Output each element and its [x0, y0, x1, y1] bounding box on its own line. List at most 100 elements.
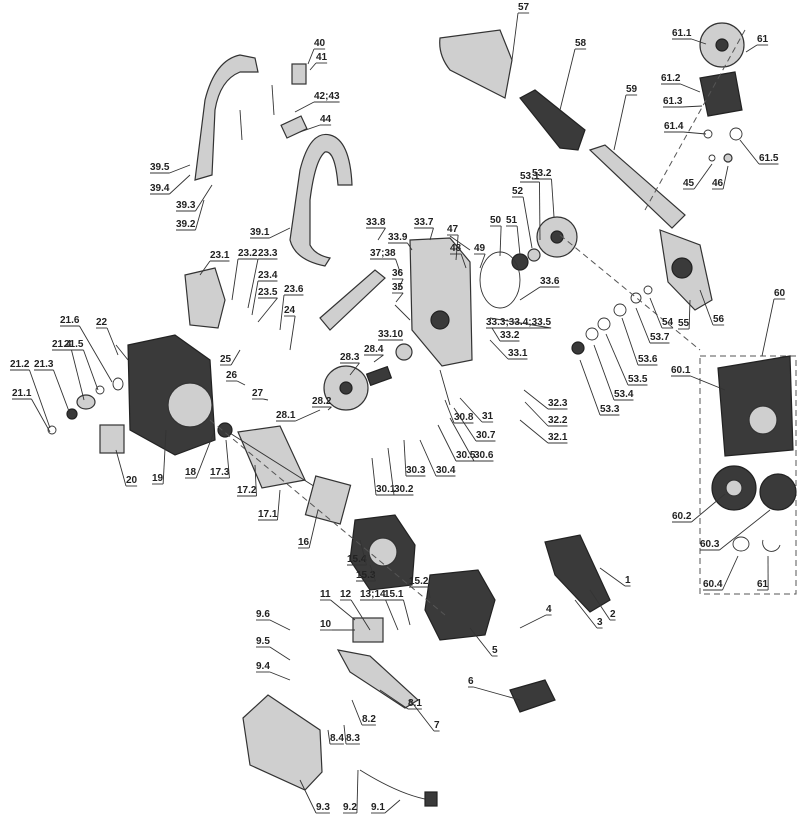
- leader-line: [299, 779, 317, 814]
- leader-line: [277, 489, 281, 521]
- part-number-label: 53.7: [650, 332, 670, 343]
- part-number-label: 31: [482, 411, 494, 422]
- bearing-17-3: [217, 422, 233, 438]
- washer-21-6: [112, 377, 124, 391]
- nut-46: [723, 153, 733, 163]
- part-number-label: 21.4: [52, 339, 72, 350]
- axis-line-mid: [559, 234, 701, 351]
- cap-23-1: [184, 267, 226, 329]
- gear-28-3-hub: [339, 381, 353, 395]
- part-number-label: 30.6: [474, 450, 494, 461]
- leader-line: [356, 769, 359, 814]
- leader-line: [403, 439, 407, 477]
- callout: 21.2: [10, 359, 51, 429]
- part-number-label: 9.6: [256, 609, 270, 620]
- part-number-label: 32.1: [548, 432, 568, 443]
- part-number-label: 22: [96, 317, 108, 328]
- part-number-label: 61.5: [759, 153, 779, 164]
- leader-line: [231, 258, 239, 301]
- armature-17-2: [237, 425, 306, 489]
- leader-line: [428, 586, 431, 599]
- part-number-label: 9.5: [256, 636, 270, 647]
- part-number-label: 28.4: [364, 344, 384, 355]
- callout: 33.6: [519, 276, 560, 301]
- callout: 16: [298, 509, 319, 549]
- leader-line: [79, 325, 113, 383]
- cover-3: [544, 534, 611, 613]
- part-number-label: 30.7: [476, 430, 496, 441]
- leader-line: [371, 457, 377, 496]
- leader-line: [327, 406, 332, 411]
- callout: 39.4: [150, 174, 191, 195]
- part-number-label: 21.1: [12, 388, 32, 399]
- leader-line: [327, 729, 331, 745]
- part-number-label: 23.3: [258, 248, 278, 259]
- part-number-label: 8.2: [362, 714, 376, 725]
- rod-31: [439, 369, 451, 406]
- part-number-label: 37;38: [370, 248, 396, 259]
- part-number-label: 55: [678, 318, 690, 329]
- callout: 53.4: [593, 344, 634, 401]
- part-number-label: 1: [625, 575, 631, 586]
- lever-8-1: [336, 649, 419, 709]
- part-number-label: 3: [597, 617, 603, 628]
- leader-line: [613, 94, 627, 151]
- part-number-label: 53.3: [600, 404, 620, 415]
- callout: 58: [559, 38, 587, 111]
- bracket-40: [291, 63, 307, 85]
- callout: 42;43: [294, 91, 340, 113]
- part-number-label: 30.2: [394, 484, 414, 495]
- sprocket-53-2-hub: [550, 230, 564, 244]
- callout: 23.5: [257, 287, 278, 323]
- part-number-label: 47: [447, 224, 459, 235]
- leader-line: [377, 227, 386, 241]
- ring-50: [479, 251, 521, 309]
- leader-line: [519, 419, 549, 444]
- part-number-label: 60.4: [703, 579, 723, 590]
- leader-line: [605, 333, 629, 386]
- washer-61-5: [729, 127, 743, 141]
- part-number-label: 53.6: [638, 354, 658, 365]
- callout: 28.2: [312, 396, 332, 411]
- leader-line: [693, 163, 713, 190]
- leader-line: [230, 349, 241, 366]
- disc-61-1-hub: [715, 38, 729, 52]
- leader-line: [225, 439, 230, 479]
- callout: 52: [512, 186, 533, 249]
- leader-line: [115, 449, 127, 487]
- part-number-label: 21.6: [60, 315, 80, 326]
- gear-51: [527, 248, 541, 262]
- callout: 30.3: [403, 439, 426, 477]
- part-number-label: 15.4: [347, 554, 367, 565]
- callout: 60.1: [671, 365, 726, 391]
- callout: 56: [699, 289, 725, 326]
- part-number-label: 27: [252, 388, 264, 399]
- callout: 6: [468, 676, 521, 701]
- part-number-label: 49: [474, 243, 486, 254]
- callout: 28.4: [364, 344, 384, 363]
- part-number-label: 28.3: [340, 352, 360, 363]
- callout: 15.3: [356, 564, 376, 582]
- plate-61-2: [699, 71, 743, 117]
- part-number-label: 46: [712, 178, 724, 189]
- leader-line: [294, 101, 315, 113]
- leader-line: [691, 493, 726, 523]
- leader-line: [419, 439, 437, 477]
- callout: 15.1: [384, 589, 411, 626]
- leader-line: [473, 686, 521, 701]
- part-number-label: 61.3: [663, 96, 683, 107]
- washer-53-6: [613, 303, 627, 317]
- callout: 9.2: [343, 769, 359, 814]
- leader-line: [359, 539, 367, 566]
- callout: 17.3: [210, 439, 230, 479]
- part-number-label: 15.2: [409, 576, 429, 587]
- part-number-label: 8.4: [330, 733, 344, 744]
- leader-line: [106, 327, 119, 356]
- leader-line: [162, 429, 167, 485]
- leader-line: [524, 401, 549, 427]
- callout: 45: [683, 163, 713, 190]
- leader-line: [593, 344, 615, 401]
- part-number-label: 51: [506, 215, 518, 226]
- leader-line: [559, 48, 576, 111]
- leader-line: [489, 317, 552, 329]
